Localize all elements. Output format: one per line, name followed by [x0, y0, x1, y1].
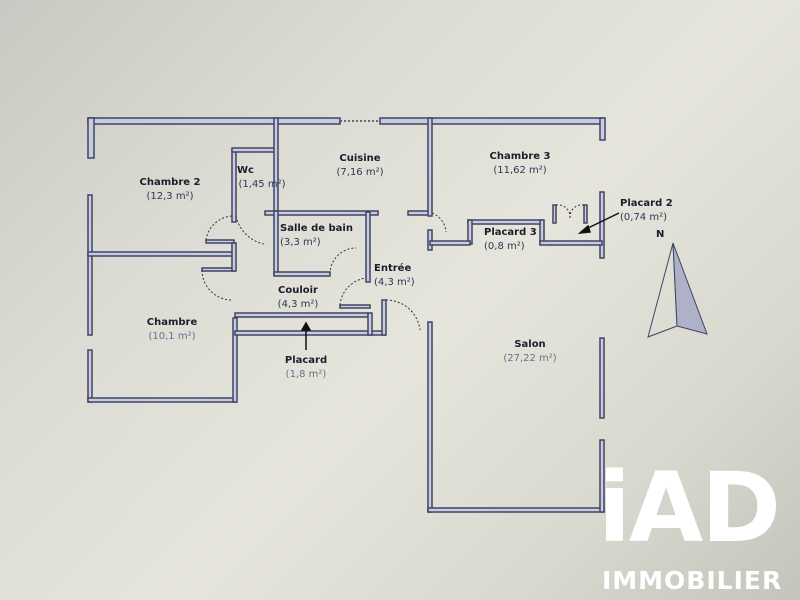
room-area: (1,8 m²) — [285, 369, 327, 380]
door-entree — [339, 277, 367, 306]
room-placard: Placard (1,8 m²) — [276, 354, 336, 382]
wall-entree-1 — [367, 312, 373, 336]
compass-icon — [647, 242, 708, 338]
iad-logo: iAD IMMOBILIER — [598, 458, 800, 600]
room-salle-de-bain: Salle de bain (3,3 m²) — [280, 222, 364, 250]
room-area: (10,1 m²) — [148, 331, 196, 342]
room-cuisine: Cuisine (7,16 m²) — [320, 152, 400, 180]
door-chambre2 — [205, 215, 234, 241]
wall-right-1 — [599, 117, 606, 141]
wall-placard3-top — [467, 219, 543, 225]
door-wc — [235, 215, 265, 245]
logo-subtitle: IMMOBILIER — [602, 566, 783, 595]
room-area: (0,8 m²) — [484, 241, 525, 252]
door-ch3 — [431, 212, 447, 233]
door-salon — [385, 299, 421, 331]
room-name: Chambre — [146, 317, 198, 328]
room-area: (4,3 m²) — [277, 299, 319, 310]
door-chambre — [201, 269, 233, 301]
wall-salon-left-top — [427, 229, 433, 251]
room-name: Chambre 3 — [489, 151, 551, 162]
wall-salon-bottom — [427, 507, 605, 513]
walls — [87, 117, 606, 513]
wall-wc-top — [231, 147, 278, 153]
wall-left-2 — [87, 194, 93, 336]
wall-entree-3 — [339, 304, 371, 309]
room-name: Entrée — [374, 263, 412, 274]
wall-right-2 — [599, 191, 605, 259]
wall-wc-left2 — [231, 242, 237, 272]
logo-word: iAD — [598, 452, 781, 564]
door-swings — [201, 204, 585, 331]
room-area: (7,16 m²) — [336, 167, 384, 178]
wall-placard2-bottom — [539, 240, 603, 246]
room-area: (12,3 m²) — [146, 191, 194, 202]
room-placard-3: Placard 3 (0,8 m²) — [484, 226, 540, 254]
wall-placard3-bottom — [429, 240, 471, 246]
room-area: (3,3 m²) — [280, 237, 321, 248]
room-name: Salon — [514, 339, 546, 350]
compass-north-label: N — [656, 229, 665, 240]
room-name: Placard — [284, 355, 328, 366]
wall-bottom-left — [87, 397, 237, 403]
wall-ch3-left — [427, 117, 433, 217]
placard2-arrow-head — [577, 224, 592, 234]
room-name: Wc — [237, 165, 254, 176]
wall-placard-bottom — [234, 330, 386, 336]
wall-cuisine-bottom — [407, 210, 431, 216]
room-area: (11,62 m²) — [493, 165, 547, 176]
room-area: (0,74 m²) — [620, 212, 667, 223]
room-area: (4,3 m²) — [374, 277, 415, 288]
room-entree: Entrée (4,3 m²) — [374, 262, 420, 290]
room-name: Couloir — [278, 285, 318, 296]
room-couloir: Couloir (4,3 m²) — [268, 284, 328, 312]
wall-chambre-right — [232, 317, 238, 403]
room-name: Placard 3 — [484, 227, 537, 238]
room-chambre-2: Chambre 2 (12,3 m²) — [128, 176, 212, 204]
wall-sdb-bottom — [273, 271, 331, 277]
wall-left-1 — [87, 117, 95, 159]
wall-ch2-door — [205, 239, 235, 244]
room-placard-2: Placard 2 (0,74 m²) — [620, 197, 680, 225]
wall-placard-top — [234, 312, 369, 318]
room-wc: Wc (1,45 m²) — [232, 164, 292, 192]
door-placard2 — [555, 204, 585, 219]
wall-top-right — [379, 117, 603, 125]
wall-chambre-door — [201, 267, 235, 272]
arrows — [300, 212, 620, 350]
room-name: Chambre 2 — [139, 177, 201, 188]
wall-sdb-top — [264, 210, 379, 216]
room-name: Cuisine — [339, 153, 381, 164]
wall-placard2-r — [583, 204, 588, 224]
wall-top-left — [87, 117, 341, 125]
room-chambre-3: Chambre 3 (11,62 m²) — [478, 150, 562, 178]
wall-right-4 — [599, 439, 605, 513]
wall-entree-2 — [381, 299, 387, 336]
wall-left-3 — [87, 349, 93, 403]
wall-salon-left — [427, 321, 433, 513]
room-chambre: Chambre (10,1 m²) — [130, 316, 214, 344]
room-salon: Salon (27,22 m²) — [490, 338, 570, 366]
wall-sdb-right — [365, 211, 371, 283]
wall-sdb-left — [273, 210, 279, 276]
door-sdb — [329, 247, 357, 275]
wall-right-3 — [599, 337, 605, 419]
room-area: (1,45 m²) — [238, 179, 286, 190]
room-name: Salle de bain — [280, 223, 353, 234]
room-name: Placard 2 — [620, 198, 673, 209]
room-area: (27,22 m²) — [503, 353, 557, 364]
placard2-arrow-line — [583, 212, 620, 231]
wall-placard2-l — [552, 204, 557, 224]
wall-ch2-bottom — [87, 251, 234, 257]
placard-arrow-head — [300, 321, 312, 331]
